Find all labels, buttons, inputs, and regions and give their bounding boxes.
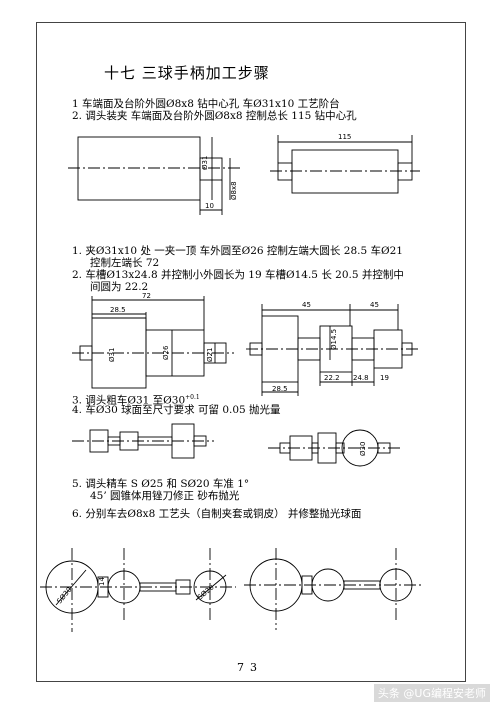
drawing-4-right (244, 548, 424, 630)
drawing-4-left (40, 548, 236, 632)
step-3-text: 3. 调头粗车Ø31 至Ø30 (72, 394, 186, 407)
dim-sd30: SØ30 (55, 586, 73, 606)
drawing-2-left (72, 296, 234, 389)
step-3-line-1: 3. 调头粗车Ø31 至Ø30+0.1 (72, 392, 200, 407)
step-5-line-1: 5. 调头精车 S Ø25 和 SØ20 车准 1° (72, 478, 250, 490)
drawing-3-left (72, 423, 214, 459)
dim-28-5-b: 28.5 (272, 385, 288, 393)
page-frame (36, 22, 466, 682)
step-4-line: 4. 车Ø30 球面至尺寸要求 可留 0.05 抛光量 (72, 404, 281, 416)
step-2-line-4: 间圆为 22.2 (90, 281, 149, 293)
dim-d31: Ø31 (201, 156, 209, 170)
dim-sd20: SØ20 (196, 583, 216, 601)
drawing-3-right (268, 429, 400, 467)
step-2-line-3: 2. 车槽Ø13x24.8 并控制小外圆长为 19 车槽Ø14.5 长 20.5… (72, 269, 404, 281)
drawing-2-right (246, 304, 418, 396)
dim-10: 10 (205, 202, 214, 210)
dim-d26: Ø26 (162, 345, 170, 360)
page-title: 十七 三球手柄加工步骤 (104, 64, 270, 82)
dim-d21: Ø21 (206, 348, 214, 362)
step-2-line-1: 1. 夹Ø31x10 处 一夹一顶 车外圆至Ø26 控制左端大圆长 28.5 车… (72, 245, 403, 257)
dim-d14-5: Ø14.5 (330, 329, 338, 350)
step-6-line: 6. 分别车去Ø8x8 工艺头（自制夹套或铜皮） 并修整抛光球面 (72, 508, 362, 520)
dim-24-8: 24.8 (353, 374, 369, 382)
dim-d31-2: Ø31 (108, 348, 116, 362)
dim-d8x8: Ø8x8 (230, 181, 238, 200)
dim-45-a: 45 (302, 301, 311, 309)
dim-115: 115 (338, 133, 351, 141)
dim-19: 19 (380, 374, 389, 382)
dim-45-b: 45 (370, 301, 379, 309)
dim-28-5: 28.5 (110, 306, 126, 314)
step-2-line-2: 控制左端长 72 (90, 257, 160, 269)
step-3-tolerance: +0.1 (185, 394, 200, 401)
step-5-line-2: 45’ 圆锥体用锉刀修正 砂布抛光 (90, 490, 240, 502)
watermark: 头条 @UG编程安老师 (373, 684, 490, 702)
page-number: 73 (237, 661, 263, 674)
dim-14: 14 (98, 577, 106, 586)
step-1-line-1: 1 车端面及台阶外圆Ø8x8 钻中心孔 车Ø31x10 工艺阶台 (72, 98, 340, 110)
drawing-1-right (270, 135, 420, 194)
step-1-line-2: 2. 调头装夹 车端面及台阶外圆Ø8x8 控制总长 115 钻中心孔 (72, 110, 357, 122)
drawing-1-left (68, 136, 240, 215)
dim-22-2: 22.2 (324, 374, 340, 382)
dim-72: 72 (142, 292, 151, 300)
dim-ball-d30: Ø30 (359, 442, 367, 456)
